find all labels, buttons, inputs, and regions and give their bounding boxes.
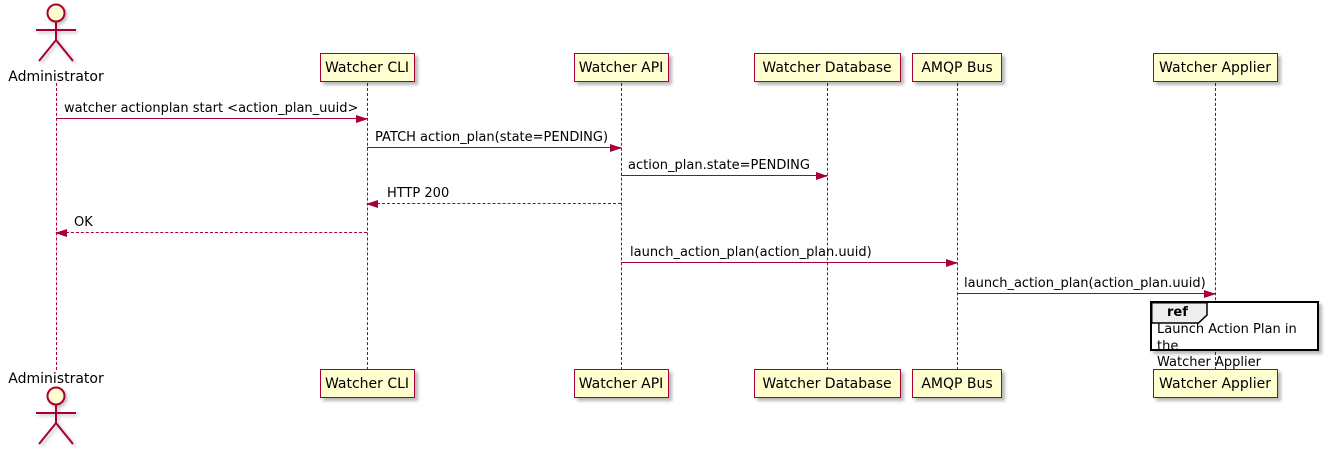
message-4: HTTP 200	[366, 185, 621, 208]
actor-administrator-top	[30, 3, 82, 69]
message-label: PATCH action_plan(state=PENDING)	[375, 129, 609, 145]
message-5: OK	[55, 214, 367, 237]
participant-label: Watcher CLI	[324, 375, 410, 392]
participant-label: Watcher Database	[762, 375, 892, 392]
participant-label: Watcher Applier	[1159, 59, 1271, 76]
actor-icon	[36, 386, 76, 445]
arrowhead-icon	[366, 200, 378, 208]
actor-label-administrator-bottom: Administrator	[8, 371, 104, 387]
arrowhead-icon	[610, 144, 622, 152]
message-label: HTTP 200	[387, 185, 450, 201]
lifeline-amqp-bus	[957, 83, 958, 370]
participant-label: Watcher Applier	[1159, 375, 1271, 392]
message-2: PATCH action_plan(state=PENDING)	[367, 129, 622, 152]
participant-box-amqp-bus-top: AMQP Bus	[912, 53, 1002, 82]
message-label: launch_action_plan(action_plan.uuid)	[630, 244, 872, 260]
message-6: launch_action_plan(action_plan.uuid)	[621, 244, 958, 267]
lifeline-watcher-cli	[367, 83, 368, 370]
actor-label-administrator-top: Administrator	[8, 69, 104, 85]
arrowhead-icon	[1204, 290, 1216, 298]
participant-label: Watcher CLI	[324, 59, 410, 76]
ref-fragment: ref Launch Action Plan in the Watcher Ap…	[1150, 301, 1319, 370]
message-label: launch_action_plan(action_plan.uuid)	[964, 275, 1206, 291]
participant-box-watcher-api-bottom: Watcher API	[573, 369, 669, 398]
lifeline-watcher-database	[827, 83, 828, 370]
participant-box-amqp-bus-bottom: AMQP Bus	[912, 369, 1002, 398]
arrowhead-icon	[55, 229, 67, 237]
participant-label: Watcher API	[578, 59, 664, 76]
message-label: watcher actionplan start <action_plan_uu…	[64, 100, 359, 116]
arrowhead-icon	[816, 172, 828, 180]
participant-box-watcher-database-bottom: Watcher Database	[753, 369, 901, 398]
participant-box-watcher-api-top: Watcher API	[573, 53, 669, 82]
ref-text: Launch Action Plan in the Watcher Applie…	[1157, 322, 1297, 370]
lifeline-watcher-api	[621, 83, 622, 370]
participant-box-watcher-applier-top: Watcher Applier	[1152, 53, 1278, 82]
lifeline-watcher-applier	[1215, 83, 1216, 370]
arrowhead-icon	[946, 259, 958, 267]
message-7: launch_action_plan(action_plan.uuid)	[957, 275, 1216, 298]
ref-keyword: ref	[1167, 305, 1188, 320]
participant-label: AMQP Bus	[921, 375, 993, 392]
participant-label: AMQP Bus	[921, 59, 993, 76]
participant-box-watcher-database-top: Watcher Database	[753, 53, 901, 82]
message-label: OK	[74, 214, 93, 230]
message-3: action_plan.state=PENDING	[621, 157, 828, 180]
arrowhead-icon	[356, 115, 368, 123]
participant-label: Watcher Database	[762, 59, 892, 76]
participant-box-watcher-applier-bottom: Watcher Applier	[1152, 369, 1278, 398]
ref-tab-shape	[1151, 302, 1208, 324]
actor-administrator-bottom	[30, 386, 82, 452]
message-1: watcher actionplan start <action_plan_uu…	[56, 100, 368, 123]
participant-box-watcher-cli-top: Watcher CLI	[319, 53, 415, 82]
message-label: action_plan.state=PENDING	[628, 157, 810, 173]
participant-box-watcher-cli-bottom: Watcher CLI	[319, 369, 415, 398]
lifeline-administrator	[56, 83, 57, 370]
participant-label: Watcher API	[578, 375, 664, 392]
actor-icon	[36, 3, 76, 62]
